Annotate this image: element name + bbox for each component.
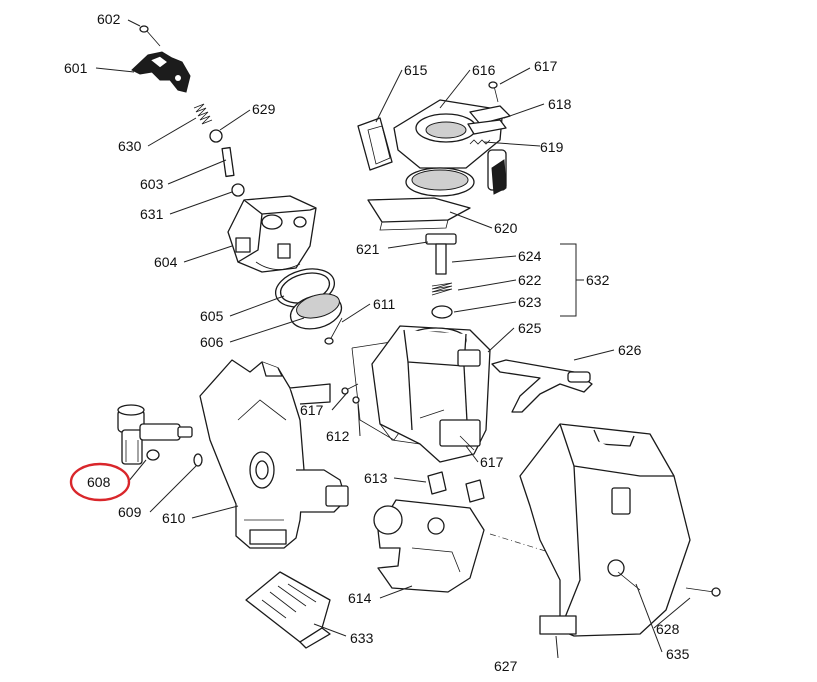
part-628-screw[interactable] xyxy=(685,587,721,597)
label-617-right[interactable]: 617 xyxy=(480,454,504,470)
part-601-lever[interactable] xyxy=(131,51,191,93)
label-623[interactable]: 623 xyxy=(518,294,542,310)
part-602-screw[interactable] xyxy=(139,25,161,47)
label-621[interactable]: 621 xyxy=(356,241,380,257)
part-608-fitting[interactable] xyxy=(117,404,193,465)
part-617-screw-left[interactable] xyxy=(341,383,359,395)
label-631[interactable]: 631 xyxy=(140,206,164,222)
label-611[interactable]: 611 xyxy=(373,296,396,312)
part-614-carriage[interactable] xyxy=(373,499,485,593)
part-619-spring[interactable] xyxy=(469,139,491,145)
label-630[interactable]: 630 xyxy=(118,138,142,154)
part-617-screw-top[interactable] xyxy=(488,81,499,103)
label-608[interactable]: 608 xyxy=(87,474,111,490)
label-616[interactable]: 616 xyxy=(472,62,496,78)
part-609-o-ring[interactable] xyxy=(193,453,203,467)
label-613[interactable]: 613 xyxy=(364,470,388,486)
label-628[interactable]: 628 xyxy=(656,621,680,637)
label-620[interactable]: 620 xyxy=(494,220,518,236)
label-618[interactable]: 618 xyxy=(548,96,572,112)
part-618-cover[interactable] xyxy=(467,119,507,135)
label-605[interactable]: 605 xyxy=(200,308,224,324)
part-622-spring[interactable] xyxy=(431,282,453,296)
label-624[interactable]: 624 xyxy=(518,248,542,264)
label-626[interactable]: 626 xyxy=(618,342,642,358)
part-635-pin[interactable] xyxy=(617,571,641,591)
highlight-circle-608 xyxy=(69,462,131,502)
leader-lines xyxy=(95,19,691,659)
part-617-screw-right[interactable] xyxy=(459,435,475,451)
part-611-screw[interactable] xyxy=(324,317,343,345)
label-601[interactable]: 601 xyxy=(64,60,88,76)
label-632[interactable]: 632 xyxy=(586,272,610,288)
label-609[interactable]: 609 xyxy=(118,504,142,520)
part-629-ball[interactable] xyxy=(209,129,223,143)
part-615-plate[interactable] xyxy=(357,117,393,171)
part-603-pin[interactable] xyxy=(221,146,235,178)
label-635[interactable]: 635 xyxy=(666,646,690,662)
part-633-cover[interactable] xyxy=(245,571,331,649)
label-614[interactable]: 614 xyxy=(348,590,372,606)
label-633[interactable]: 633 xyxy=(350,630,374,646)
label-619[interactable]: 619 xyxy=(540,139,564,155)
part-631-ring[interactable] xyxy=(231,183,245,197)
part-630-spring[interactable] xyxy=(193,103,213,125)
label-622[interactable]: 622 xyxy=(518,272,542,288)
part-616-top-funnel[interactable] xyxy=(393,99,511,195)
part-610-side-frame[interactable] xyxy=(199,359,349,549)
part-613-blocks[interactable] xyxy=(427,471,485,503)
label-617-top[interactable]: 617 xyxy=(534,58,558,74)
part-606-filter[interactable] xyxy=(287,290,346,335)
part-labels: 602 601 629 630 603 631 604 605 606 611 … xyxy=(64,11,690,674)
label-604[interactable]: 604 xyxy=(154,254,178,270)
label-610[interactable]: 610 xyxy=(162,510,186,526)
label-615[interactable]: 615 xyxy=(404,62,428,78)
label-629[interactable]: 629 xyxy=(252,101,276,117)
part-620-plate[interactable] xyxy=(367,197,471,231)
part-shower-disc[interactable] xyxy=(405,167,475,197)
label-603[interactable]: 603 xyxy=(140,176,164,192)
label-606[interactable]: 606 xyxy=(200,334,224,350)
label-617-left[interactable]: 617 xyxy=(300,402,324,418)
part-625-brew-body[interactable] xyxy=(371,325,491,463)
label-602[interactable]: 602 xyxy=(97,11,121,27)
part-627-right-frame[interactable] xyxy=(519,423,691,637)
part-621-piston[interactable] xyxy=(425,233,457,275)
part-626-lever-arm[interactable] xyxy=(491,359,593,413)
label-627[interactable]: 627 xyxy=(494,658,518,674)
part-604-valve-block[interactable] xyxy=(227,195,317,273)
label-625[interactable]: 625 xyxy=(518,320,542,336)
label-612[interactable]: 612 xyxy=(326,428,350,444)
part-623-seal[interactable] xyxy=(431,305,453,319)
